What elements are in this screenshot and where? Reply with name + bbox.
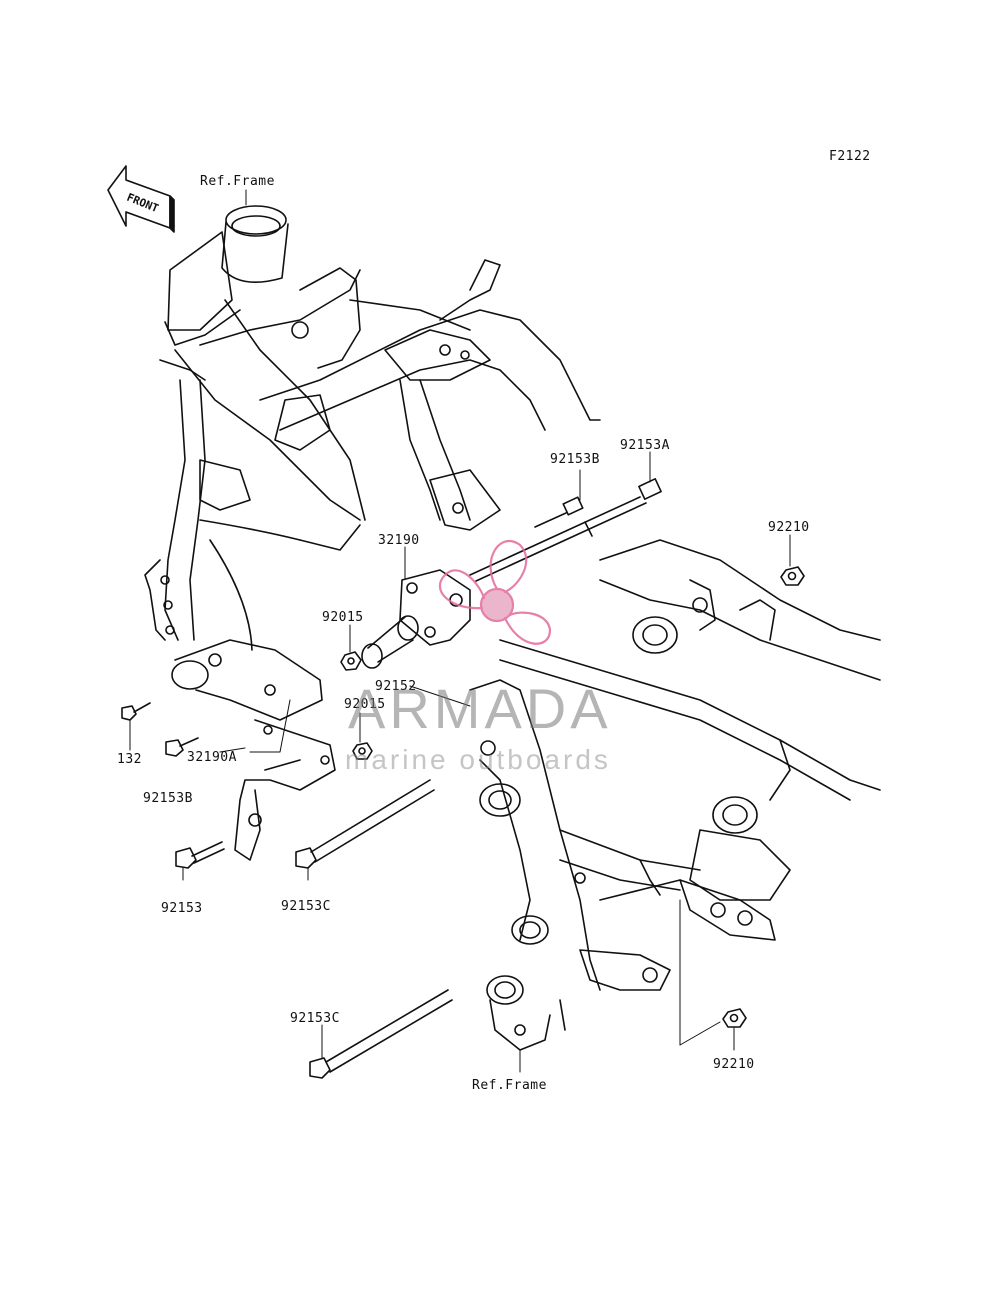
- label-32190: 32190: [378, 533, 420, 548]
- leader-lines: [129, 189, 791, 1073]
- watermark-brand: ARMADA: [348, 677, 612, 740]
- label-92015-upper: 92015: [322, 610, 364, 625]
- watermark-subtitle: marine outboards: [345, 744, 611, 775]
- frame-upper-crossmember: [259, 259, 601, 531]
- label-92153C-bottom: 92153C: [290, 1011, 340, 1026]
- bolt-92153C-mid: [295, 779, 435, 869]
- bolt-92153B-upper: [534, 496, 584, 528]
- collar-92152: [361, 615, 419, 669]
- label-92153A: 92153A: [620, 438, 670, 453]
- bolt-32190A-side: [165, 737, 199, 757]
- frame-right-section: [499, 539, 881, 941]
- figure-code: F2122: [829, 149, 871, 164]
- nut-92210-lower: [722, 1008, 747, 1028]
- frame-left-section: [144, 205, 366, 721]
- label-92210-lower: 92210: [713, 1057, 755, 1072]
- label-92153: 92153: [161, 901, 203, 916]
- bracket-32190A: [234, 719, 336, 861]
- label-92210-upper: 92210: [768, 520, 810, 535]
- nut-92015-lower: [352, 742, 373, 760]
- label-92152: 92152: [375, 679, 417, 694]
- label-ref-frame-top: Ref.Frame: [200, 174, 275, 189]
- label-92153C-mid: 92153C: [281, 899, 331, 914]
- nut-92015-upper: [340, 651, 362, 671]
- label-32190A: 32190A: [187, 750, 237, 765]
- nut-92210-upper: [780, 566, 805, 586]
- bolt-132: [121, 702, 151, 721]
- label-132: 132: [117, 752, 142, 767]
- label-ref-frame-bottom: Ref.Frame: [472, 1078, 547, 1093]
- label-92015-lower: 92015: [344, 697, 386, 712]
- bolt-92153C-bottom: [309, 989, 453, 1079]
- front-arrow-icon: FRONT: [107, 165, 175, 233]
- bolt-92153A: [469, 478, 662, 582]
- bracket-32190: [399, 569, 471, 646]
- label-92153B-lower: 92153B: [143, 791, 193, 806]
- label-92153B-upper: 92153B: [550, 452, 600, 467]
- bolt-92153: [175, 841, 225, 869]
- watermark-logo-icon: [438, 539, 552, 645]
